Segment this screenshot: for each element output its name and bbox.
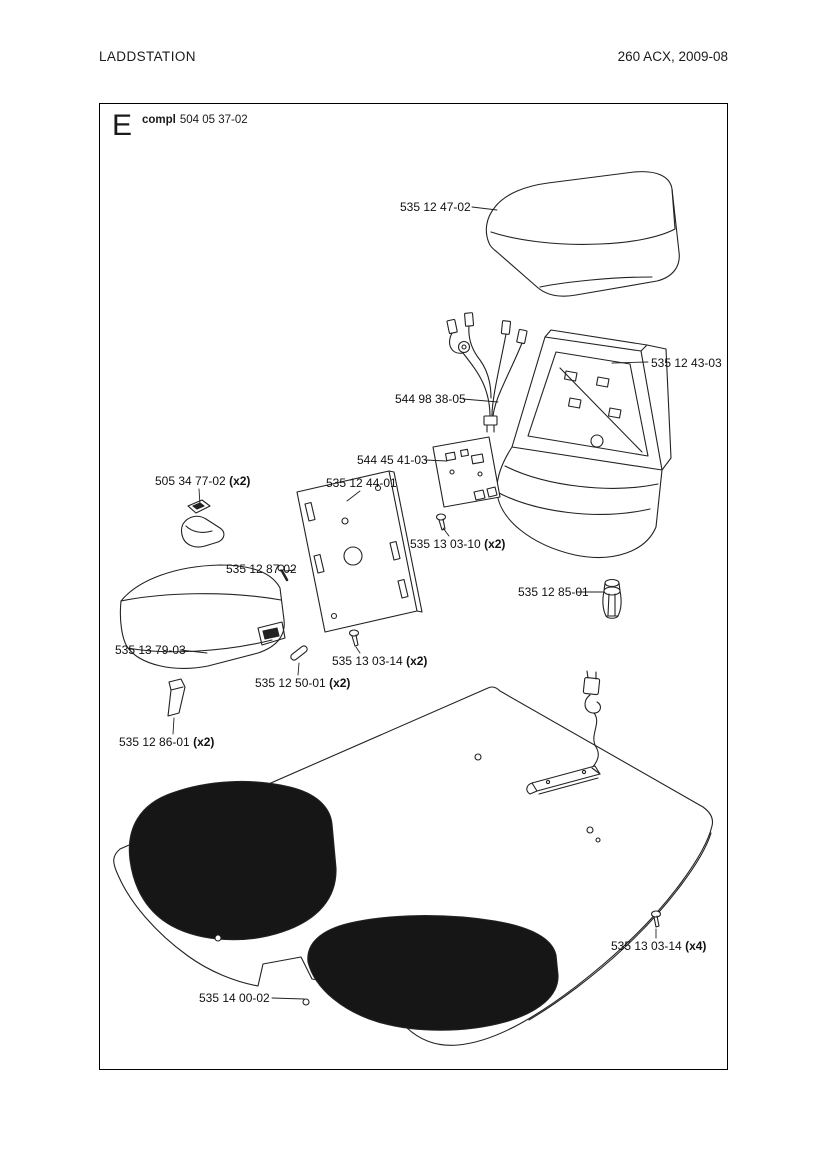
part-number: 505 34 77-02 bbox=[155, 474, 226, 488]
part-qty: (x2) bbox=[189, 735, 215, 749]
part-label-535-12-44-01: 535 12 44-01 bbox=[326, 476, 397, 490]
part-label-535-13-03-14-x2: 535 13 03-14 (x2) bbox=[332, 654, 427, 668]
document-ref: 260 ACX, 2009-08 bbox=[617, 49, 728, 64]
part-qty: (x2) bbox=[225, 474, 251, 488]
part-label-535-13-03-14-x4: 535 13 03-14 (x4) bbox=[611, 939, 706, 953]
part-number: 535 12 86-01 bbox=[119, 735, 190, 749]
part-number: 535 12 85-01 bbox=[518, 585, 589, 599]
compl-word: compl bbox=[142, 114, 176, 126]
part-label-535-13-03-10: 535 13 03-10 (x2) bbox=[410, 537, 505, 551]
part-label-535-12-85-01: 535 12 85-01 bbox=[518, 585, 589, 599]
part-qty: (x2) bbox=[325, 676, 351, 690]
part-number: 544 98 38-05 bbox=[395, 392, 466, 406]
part-number: 535 12 47-02 bbox=[400, 200, 471, 214]
part-number: 535 12 87-02 bbox=[226, 562, 297, 576]
section-letter: E bbox=[112, 109, 133, 142]
part-qty: (x4) bbox=[681, 939, 707, 953]
part-number: 535 13 03-10 bbox=[410, 537, 481, 551]
part-number: 535 13 03-14 bbox=[611, 939, 682, 953]
part-label-535-14-00-02: 535 14 00-02 bbox=[199, 991, 270, 1005]
part-number: 535 13 03-14 bbox=[332, 654, 403, 668]
part-number: 535 14 00-02 bbox=[199, 991, 270, 1005]
part-label-505-34-77-02: 505 34 77-02 (x2) bbox=[155, 474, 250, 488]
part-number: 535 12 50-01 bbox=[255, 676, 326, 690]
part-number: 535 12 43-03 bbox=[651, 356, 722, 370]
diagram-border bbox=[99, 103, 728, 1070]
part-label-535-12-86-01: 535 12 86-01 (x2) bbox=[119, 735, 214, 749]
part-label-535-12-43-03: 535 12 43-03 bbox=[651, 356, 722, 370]
part-label-544-98-38-05: 544 98 38-05 bbox=[395, 392, 466, 406]
part-number: 544 45 41-03 bbox=[357, 453, 428, 467]
part-number: 535 13 79-03 bbox=[115, 643, 186, 657]
compl-number: 504 05 37-02 bbox=[179, 114, 248, 126]
part-label-535-12-47-02: 535 12 47-02 bbox=[400, 200, 471, 214]
part-qty: (x2) bbox=[480, 537, 506, 551]
part-label-535-13-79-03: 535 13 79-03 bbox=[115, 643, 186, 657]
part-label-535-12-87-02: 535 12 87-02 bbox=[226, 562, 297, 576]
part-number: 535 12 44-01 bbox=[326, 476, 397, 490]
document-title: LADDSTATION bbox=[99, 49, 196, 64]
part-qty: (x2) bbox=[402, 654, 428, 668]
part-label-535-12-50-01: 535 12 50-01 (x2) bbox=[255, 676, 350, 690]
part-label-544-45-41-03: 544 45 41-03 bbox=[357, 453, 428, 467]
